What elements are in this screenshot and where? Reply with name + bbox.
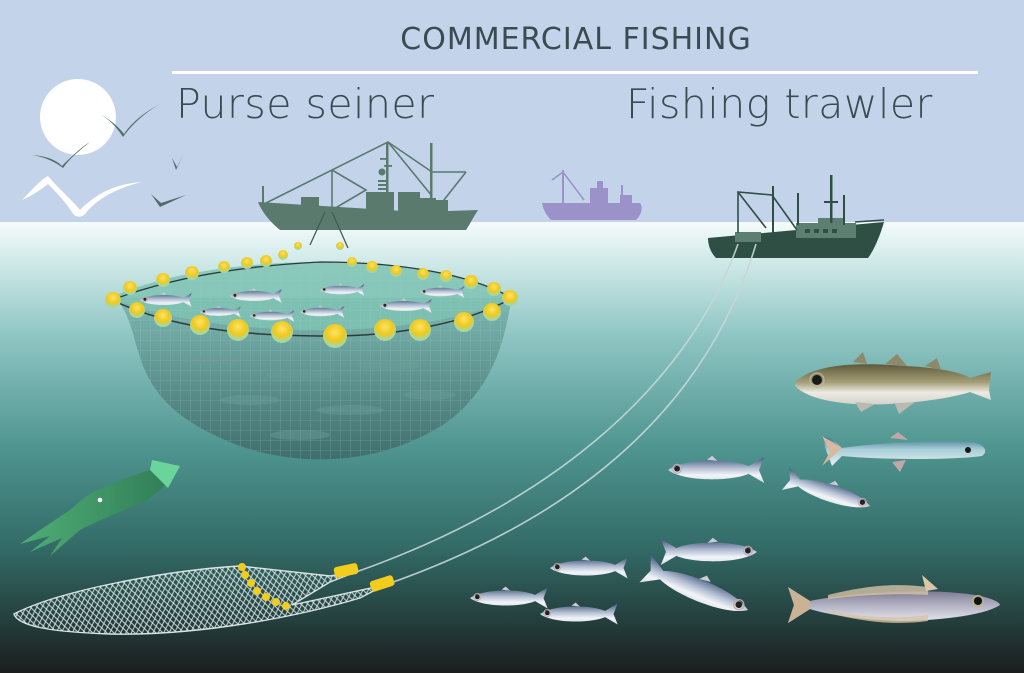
white-seagull	[22, 176, 142, 217]
trawl-warps	[355, 243, 757, 586]
title-divider	[172, 71, 978, 74]
label-fishing-trawler: Fishing trawler	[626, 80, 933, 128]
page-title: COMMERCIAL FISHING	[400, 22, 752, 57]
sun	[40, 79, 116, 155]
purse-seiner-boat	[258, 141, 478, 230]
net-floats	[105, 242, 518, 348]
squid	[20, 460, 180, 556]
trawl-door	[369, 575, 395, 592]
trawl-floats	[238, 563, 290, 610]
label-purse-seiner: Purse seiner	[176, 80, 435, 128]
bird-icon	[172, 155, 183, 170]
bird-icon	[151, 194, 186, 207]
trawler-boat	[708, 175, 885, 258]
trawl-net	[13, 563, 395, 635]
purse-seine-net	[105, 211, 518, 460]
distant-boat	[542, 170, 642, 220]
sky	[0, 0, 1024, 224]
bird-icon	[96, 104, 160, 137]
garfish	[822, 432, 986, 472]
trawl-door	[333, 563, 359, 578]
birds	[32, 104, 186, 207]
hake	[788, 575, 1000, 623]
cod	[795, 352, 991, 414]
